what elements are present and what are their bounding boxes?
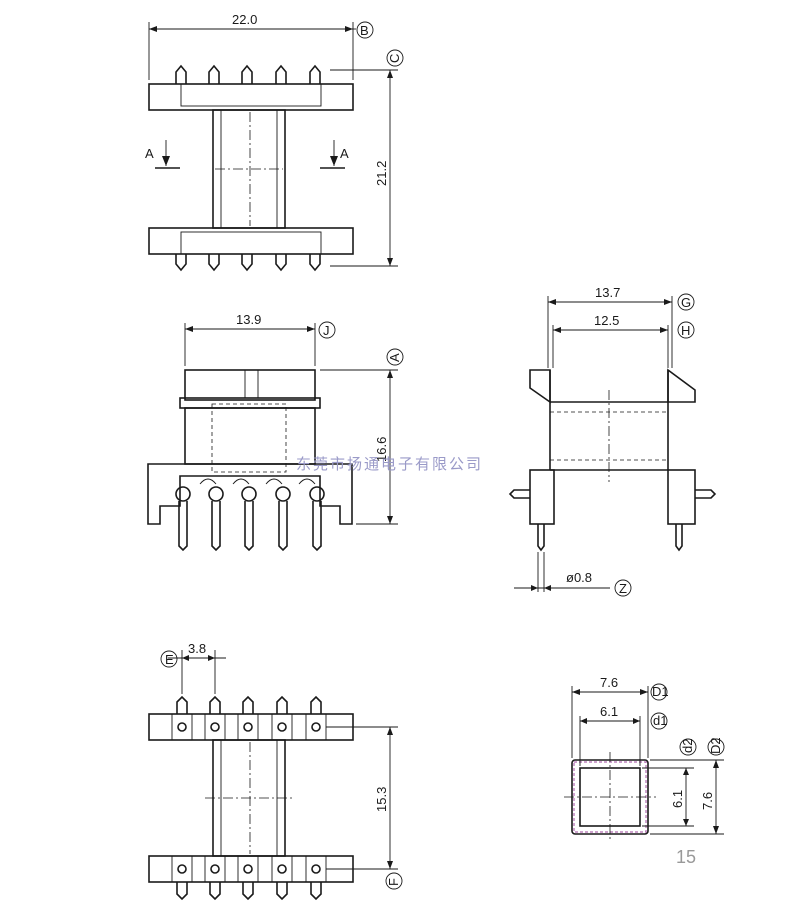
dim-inner-width-label: 6.1 bbox=[600, 704, 618, 719]
bottom-pin-pads-top bbox=[171, 695, 327, 741]
dim-inner-width: 6.1 d1 bbox=[579, 704, 667, 766]
dim-height-front-label: 16.6 bbox=[374, 437, 389, 462]
dim-outer-height-label: 7.6 bbox=[700, 792, 715, 810]
dim-outer-width: 7.6 D1 bbox=[571, 675, 669, 758]
callout-d1: D1 bbox=[652, 684, 669, 699]
dim-height-bottom: 15.3 F bbox=[326, 726, 403, 890]
dim-outer-side: 13.7 G bbox=[547, 285, 695, 368]
page-number: 15 bbox=[676, 847, 696, 867]
dim-height-bottom-label: 15.3 bbox=[374, 787, 389, 812]
dim-height-front: 16.6 A bbox=[320, 348, 404, 525]
callout-h: H bbox=[681, 323, 690, 338]
side-view: 13.7 G 12.5 H ø0.8 Z bbox=[508, 285, 717, 597]
callout-e: E bbox=[165, 652, 174, 667]
section-label-left: A bbox=[145, 146, 154, 161]
dim-pin-diameter: ø0.8 Z bbox=[514, 552, 632, 597]
dim-outer-height: 7.6 D2 bbox=[650, 737, 725, 835]
dim-outer-width-label: 7.6 bbox=[600, 675, 618, 690]
callout-j: J bbox=[323, 323, 330, 338]
callout-b: B bbox=[360, 23, 369, 38]
callout-c: C bbox=[387, 54, 402, 63]
top-pins bbox=[175, 64, 321, 84]
dim-height-top: 21.2 C bbox=[330, 49, 404, 267]
dim-inner-height-label: 6.1 bbox=[670, 790, 685, 808]
callout-f: F bbox=[386, 878, 401, 886]
dim-pin-diameter-label: ø0.8 bbox=[566, 570, 592, 585]
dim-width-front: 13.9 J bbox=[184, 312, 336, 366]
top-view: A A 22.0 B 21.2 C bbox=[145, 12, 404, 272]
dim-inner-side-label: 12.5 bbox=[594, 313, 619, 328]
callout-z: Z bbox=[619, 581, 627, 596]
dim-pitch-label: 3.8 bbox=[188, 641, 206, 656]
callout-a: A bbox=[387, 353, 402, 362]
callout-d2-small: d2 bbox=[680, 739, 695, 753]
dim-outer-side-label: 13.7 bbox=[595, 285, 620, 300]
callout-d1-small: d1 bbox=[653, 713, 667, 728]
bottom-pins bbox=[175, 254, 321, 272]
section-view: 7.6 D1 6.1 d1 6.1 d2 bbox=[564, 675, 725, 842]
section-label-right: A bbox=[340, 146, 349, 161]
bottom-pin-pads-bottom bbox=[171, 855, 327, 901]
dim-inner-side: 12.5 H bbox=[552, 313, 695, 368]
dim-width-top-label: 22.0 bbox=[232, 12, 257, 27]
dim-pitch: 3.8 E bbox=[160, 641, 226, 694]
front-pins bbox=[178, 501, 322, 552]
section-marker-right: A bbox=[320, 140, 349, 169]
company-watermark: 东莞市扬通电子有限公司 bbox=[296, 456, 483, 473]
callout-g: G bbox=[681, 295, 691, 310]
callout-d2: D2 bbox=[708, 737, 723, 754]
dim-width-front-label: 13.9 bbox=[236, 312, 261, 327]
section-marker-left: A bbox=[145, 140, 180, 169]
bottom-view: 3.8 E 15.3 F bbox=[148, 641, 403, 901]
front-pin-holes bbox=[175, 478, 325, 502]
dim-inner-height: 6.1 d2 bbox=[642, 739, 697, 827]
front-view: 13.9 J 16.6 A bbox=[147, 312, 404, 552]
dim-height-top-label: 21.2 bbox=[374, 161, 389, 186]
